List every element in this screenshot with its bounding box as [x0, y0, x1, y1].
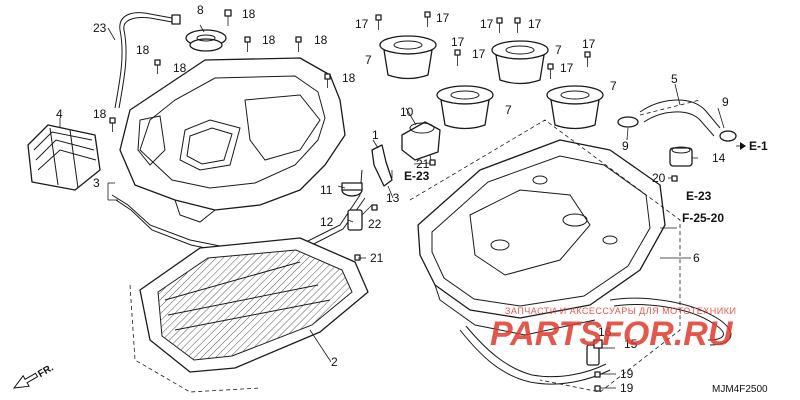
bolt-18: [109, 117, 116, 132]
callout-17: 17: [451, 35, 465, 49]
callout-17: 17: [582, 37, 596, 51]
bolt-19: [594, 385, 601, 392]
bolt-21: [354, 254, 361, 261]
air-funnel-part-7: [546, 85, 604, 130]
callout-9: 9: [622, 139, 629, 153]
grommet-part-8: [185, 24, 227, 52]
bolt-18: [295, 36, 302, 52]
bolt-18: [324, 73, 331, 88]
sensor-part-16: [586, 339, 603, 366]
callout-7: 7: [555, 43, 562, 57]
watermark-logo: PARTSFOR.RU: [490, 315, 734, 353]
clamp-part-9: [617, 116, 639, 128]
solenoid-part-14: [669, 146, 693, 167]
breather-tube-part-23: [114, 12, 181, 109]
callout-20: 20: [652, 171, 666, 185]
callout-6: 6: [693, 251, 700, 265]
watermark: ЗАПЧАСТИ И АКСЕССУАРЫ ДЛЯ МОТОТЕХНИКИ PA…: [490, 306, 736, 353]
ref-label-e23: E-23: [686, 189, 712, 203]
leader-lines: [59, 27, 725, 389]
bolt-18: [244, 36, 251, 52]
callout-19: 19: [620, 367, 634, 381]
callout-3: 3: [93, 176, 100, 190]
callout-21: 21: [416, 157, 430, 171]
callout-17: 17: [480, 17, 494, 31]
cap-part-11: [341, 182, 363, 197]
watermark-text: ЗАПЧАСТИ И АКСЕССУАРЫ ДЛЯ МОТОТЕХНИКИ: [505, 306, 736, 316]
sensor-part-10: [401, 121, 441, 166]
callout-12: 12: [320, 215, 334, 229]
callout-17: 17: [528, 17, 542, 31]
ref-label-f2520: F-25-20: [682, 211, 724, 225]
callout-16: 16: [598, 325, 612, 339]
callout-18: 18: [262, 33, 276, 47]
callout-14: 14: [712, 151, 726, 165]
callout-18: 18: [136, 43, 150, 57]
air-funnel-part-7: [436, 85, 494, 130]
ref-arrow-e1: [736, 142, 746, 150]
bolt-18: [154, 59, 161, 74]
ref-label-e1: E-1: [749, 139, 768, 153]
callout-23: 23: [93, 21, 107, 35]
callout-18: 18: [314, 33, 328, 47]
callout-2: 2: [331, 355, 338, 369]
plug-part-12: [347, 204, 373, 231]
air-cleaner-case-part-6: [417, 139, 666, 336]
callout-7: 7: [505, 103, 512, 117]
case-outline: [639, 99, 701, 116]
callout-18: 18: [173, 61, 187, 75]
air-funnel-part-7: [379, 35, 437, 80]
direction-label: FR.: [36, 362, 56, 380]
callout-17: 17: [436, 11, 450, 25]
callout-11: 11: [320, 183, 333, 197]
hose-part-5: [639, 99, 721, 137]
callout-21: 21: [370, 251, 384, 265]
callout-18: 18: [93, 107, 107, 121]
callout-19: 19: [620, 381, 634, 395]
callout-22: 22: [368, 217, 382, 231]
callout-18: 18: [342, 71, 356, 85]
callout-7: 7: [365, 53, 372, 67]
bolt-18-group: [109, 9, 331, 132]
clamp-part-9: [719, 130, 737, 142]
bolt-18: [224, 9, 232, 26]
bolt-22: [371, 204, 378, 211]
case-outline: [409, 119, 681, 393]
callout-8: 8: [197, 3, 204, 17]
hose-fitting-part-1: [371, 144, 393, 187]
front-direction-arrow: FR.: [12, 362, 56, 389]
air-filter-part-2: [139, 237, 369, 373]
ref-label-e23: E-23: [404, 169, 430, 183]
callout-13: 13: [386, 191, 400, 205]
callout-10: 10: [400, 105, 414, 119]
callout-17: 17: [472, 47, 486, 61]
air-funnel-part-7: [491, 40, 549, 85]
o-ring-gasket: [459, 297, 732, 385]
filter-mount-outline: [129, 284, 261, 393]
callout-4: 4: [56, 107, 63, 121]
callout-18: 18: [242, 7, 256, 21]
callout-15: 15: [624, 337, 638, 351]
bolt-19: [594, 371, 601, 378]
bolt-17-group: [375, 11, 591, 79]
callout-1: 1: [372, 128, 379, 142]
callout-7: 7: [610, 79, 617, 93]
bolt-20: [671, 175, 678, 182]
callout-5: 5: [671, 72, 678, 86]
callout-17: 17: [560, 61, 574, 75]
callout-17: 17: [355, 17, 369, 31]
callout-9: 9: [722, 95, 729, 109]
diagram-code: MJM4F2500: [712, 384, 768, 395]
bolt-21: [429, 159, 436, 166]
intake-duct-part-4: [27, 124, 101, 191]
